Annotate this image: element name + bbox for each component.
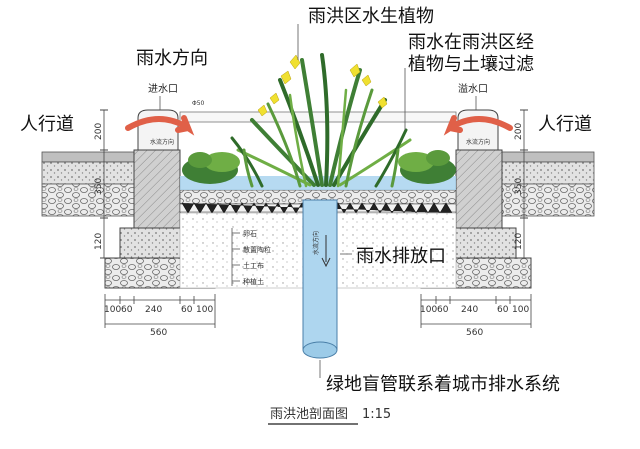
dim-left-1: 350 (94, 178, 104, 195)
title-text: 雨洪池剖面图 (270, 407, 348, 422)
legend-item: 卵石 (243, 229, 257, 238)
right-bottom-dims (420, 294, 532, 328)
dim-left-0: 200 (94, 123, 104, 140)
dim-rb-1: 60 (437, 305, 449, 315)
left-bottom-dims (104, 294, 216, 328)
dim-right-2: 120 (514, 233, 524, 250)
flow-dir-left: 水流方向 (150, 138, 174, 146)
legend-item: 土工布 (243, 261, 264, 270)
dim-rb-3: 60 (497, 305, 509, 315)
left-vertical-dims: 200 350 120 (94, 109, 108, 259)
dim-lb-0: 100 (104, 305, 121, 315)
label-blind-pipe: 绿地盲管联系着城市排水系统 (326, 374, 560, 395)
dim-lb-2: 240 (145, 305, 162, 315)
legend-item: 散置陶粒 (243, 245, 271, 254)
dim-right-0: 200 (514, 123, 524, 140)
title-scale: 1:15 (362, 407, 391, 422)
dim-rb-0: 100 (420, 305, 437, 315)
material-legend: 卵石 散置陶粒 土工布 种植土 (243, 229, 271, 286)
right-vertical-dims: 200 350 120 (514, 109, 528, 259)
blind-pipe: 水流方向 (302, 199, 338, 359)
label-sidewalk-left: 人行道 (20, 114, 74, 135)
shrub-left (182, 152, 240, 184)
dim-left-total: 560 (150, 328, 167, 338)
label-rain-direction: 雨水方向 (136, 48, 208, 69)
inflow-arrow-right (443, 115, 513, 136)
dim-lb-4: 100 (196, 305, 213, 315)
leader-lines (159, 24, 477, 378)
label-sidewalk-right: 人行道 (538, 114, 592, 135)
label-filter-line2: 植物与土壤过滤 (408, 54, 534, 75)
label-filter-line1: 雨水在雨洪区经 (408, 32, 534, 53)
flow-dir-right: 水流方向 (466, 138, 490, 146)
label-drain-outlet: 雨水排放口 (356, 246, 446, 267)
label-inlet: 进水口 (148, 83, 178, 95)
pipe-flow-label: 水流方向 (312, 231, 320, 255)
dim-rb-2: 240 (461, 305, 478, 315)
reed-blades (230, 53, 412, 188)
dim-lb-1: 60 (121, 305, 133, 315)
inflow-arrow-left (125, 115, 195, 136)
label-aquatic-plants: 雨洪区水生植物 (308, 6, 434, 27)
dim-rb-4: 100 (512, 305, 529, 315)
left-bottom-labels: 100 60 240 60 100 560 (104, 305, 213, 338)
dim-left-2: 120 (94, 233, 104, 250)
label-overflow: 溢水口 (458, 82, 488, 95)
right-sidewalk (501, 151, 595, 217)
iris-flowers (257, 54, 388, 117)
shrub-right (398, 150, 456, 184)
pipe-size-label: Φ50 (192, 100, 205, 107)
dim-lb-3: 60 (181, 305, 193, 315)
left-sidewalk (41, 151, 135, 217)
basin-rim (179, 111, 457, 123)
dim-right-total: 560 (466, 328, 483, 338)
drawing-title: 雨洪池剖面图 1:15 (268, 407, 391, 425)
right-bottom-labels: 100 60 240 60 100 560 (420, 305, 529, 338)
dim-right-1: 350 (514, 178, 524, 195)
legend-item: 种植土 (243, 277, 264, 286)
aquatic-plants (182, 53, 456, 188)
